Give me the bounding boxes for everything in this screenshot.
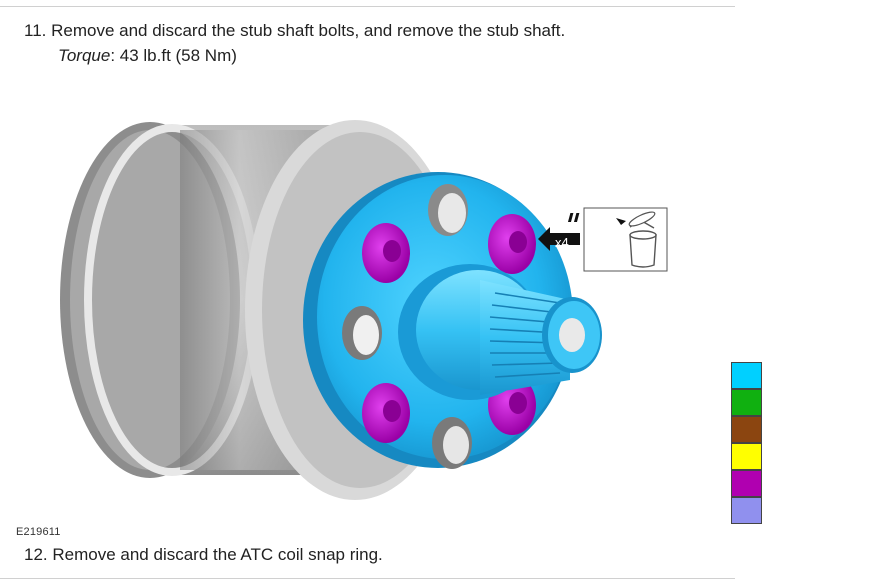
torque-label: Torque bbox=[58, 46, 111, 65]
step-12-text: Remove and discard the ATC coil snap rin… bbox=[52, 545, 383, 564]
torque-value: : 43 lb.ft (58 Nm) bbox=[110, 46, 237, 65]
top-divider bbox=[0, 0, 735, 7]
swatch-green bbox=[731, 389, 762, 416]
step-12: 12. Remove and discard the ATC coil snap… bbox=[24, 544, 383, 566]
swatch-lavender bbox=[731, 497, 762, 524]
bolt-top-right bbox=[488, 214, 536, 274]
bolt-bottom-left bbox=[362, 383, 410, 443]
step-12-number: 12. bbox=[24, 545, 48, 564]
step-11-text: Remove and discard the stub shaft bolts,… bbox=[51, 21, 566, 40]
color-legend bbox=[731, 362, 762, 524]
bottom-divider bbox=[0, 578, 735, 579]
figure-id: E219611 bbox=[16, 526, 61, 538]
step-11-number: 11. bbox=[24, 21, 47, 40]
swatch-magenta bbox=[731, 470, 762, 497]
step-11: 11. Remove and discard the stub shaft bo… bbox=[24, 20, 565, 42]
swatch-cyan bbox=[731, 362, 762, 389]
arrow-left-icon bbox=[538, 227, 580, 251]
stub-shaft bbox=[398, 264, 602, 400]
bolt-top-left bbox=[362, 223, 410, 283]
stub-shaft-illustration: x4 bbox=[60, 120, 668, 500]
bolt-count-callout: x4 bbox=[555, 235, 569, 250]
swatch-yellow bbox=[731, 443, 762, 470]
swatch-brown bbox=[731, 416, 762, 443]
trash-bin-icon bbox=[567, 207, 668, 272]
torque-spec: Torque: 43 lb.ft (58 Nm) bbox=[58, 45, 237, 67]
